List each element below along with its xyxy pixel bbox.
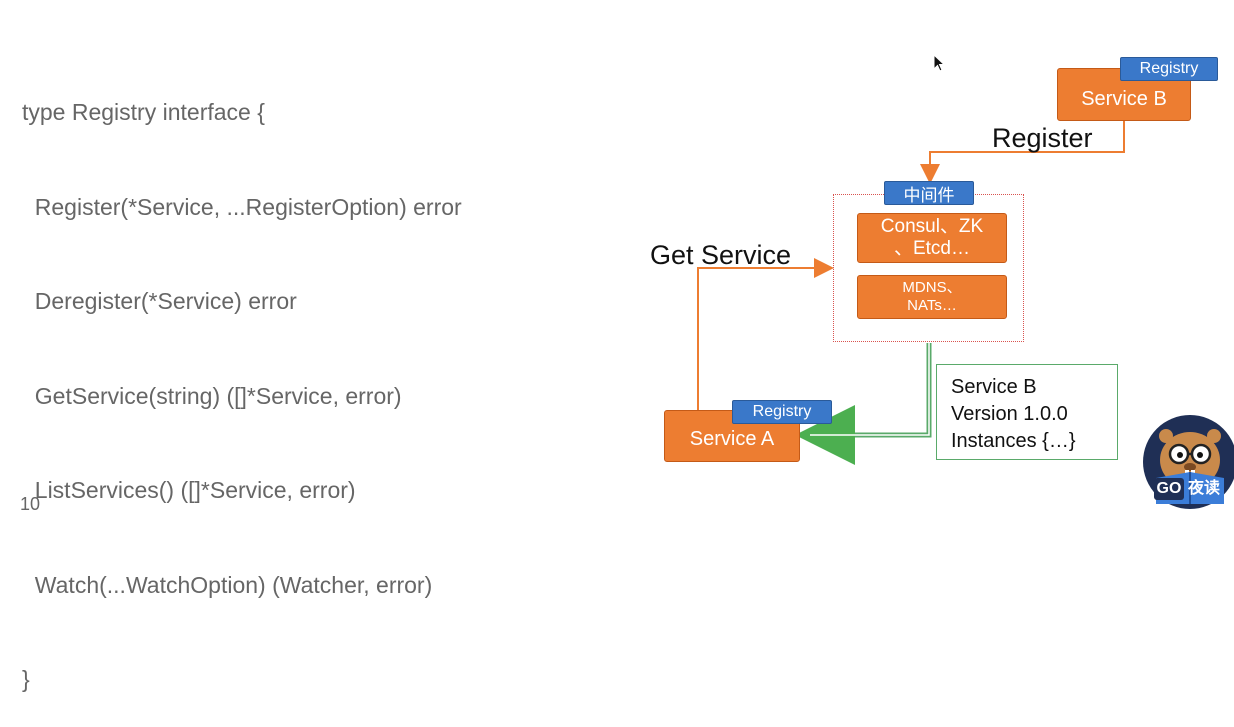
service-a-label: Service A <box>689 427 775 450</box>
info-service-name: Service B <box>951 376 1037 398</box>
get-service-label: Get Service <box>650 240 792 270</box>
consul-zk-line: Consul、ZK <box>880 216 984 237</box>
service-a-registry-tag: Registry <box>732 400 832 424</box>
diagram-connectors <box>697 120 1125 465</box>
get-service-arrow <box>697 258 834 410</box>
service-b-label: Service B <box>1081 88 1167 110</box>
register-label: Register <box>992 123 1093 153</box>
nats-line: NATs… <box>907 297 957 314</box>
mdns-nats-box: MDNS、 NATs… <box>857 275 1007 319</box>
code-line: } <box>22 666 30 692</box>
code-line: Watch(...WatchOption) (Watcher, error) <box>22 571 433 598</box>
mouse-cursor-icon <box>933 54 946 72</box>
register-arrow <box>920 120 1125 184</box>
service-info-box: Service B Version 1.0.0 Instances {…} <box>936 364 1118 460</box>
code-line: GetService(string) ([]*Service, error) <box>22 382 402 409</box>
code-line: Register(*Service, ...RegisterOption) er… <box>22 193 462 220</box>
info-version: Version 1.0.0 <box>951 403 1068 425</box>
info-instances: Instances {…} <box>951 430 1076 452</box>
night-reading-text: 夜读 <box>1188 480 1221 497</box>
etcd-line: 、Etcd… <box>893 238 971 259</box>
go-badge: GO <box>1154 478 1184 500</box>
middleware-tag: 中间件 <box>884 181 974 205</box>
code-line: Deregister(*Service) error <box>22 288 297 314</box>
consul-zk-etcd-box: Consul、ZK 、Etcd… <box>857 213 1007 263</box>
go-night-reading-logo: GO 夜读 <box>1142 414 1234 510</box>
code-line: ListServices() ([]*Service, error) <box>22 477 356 503</box>
service-b-registry-tag: Registry <box>1120 57 1218 81</box>
code-line: type Registry interface { <box>22 99 265 125</box>
mdns-line: MDNS、 <box>902 279 962 296</box>
